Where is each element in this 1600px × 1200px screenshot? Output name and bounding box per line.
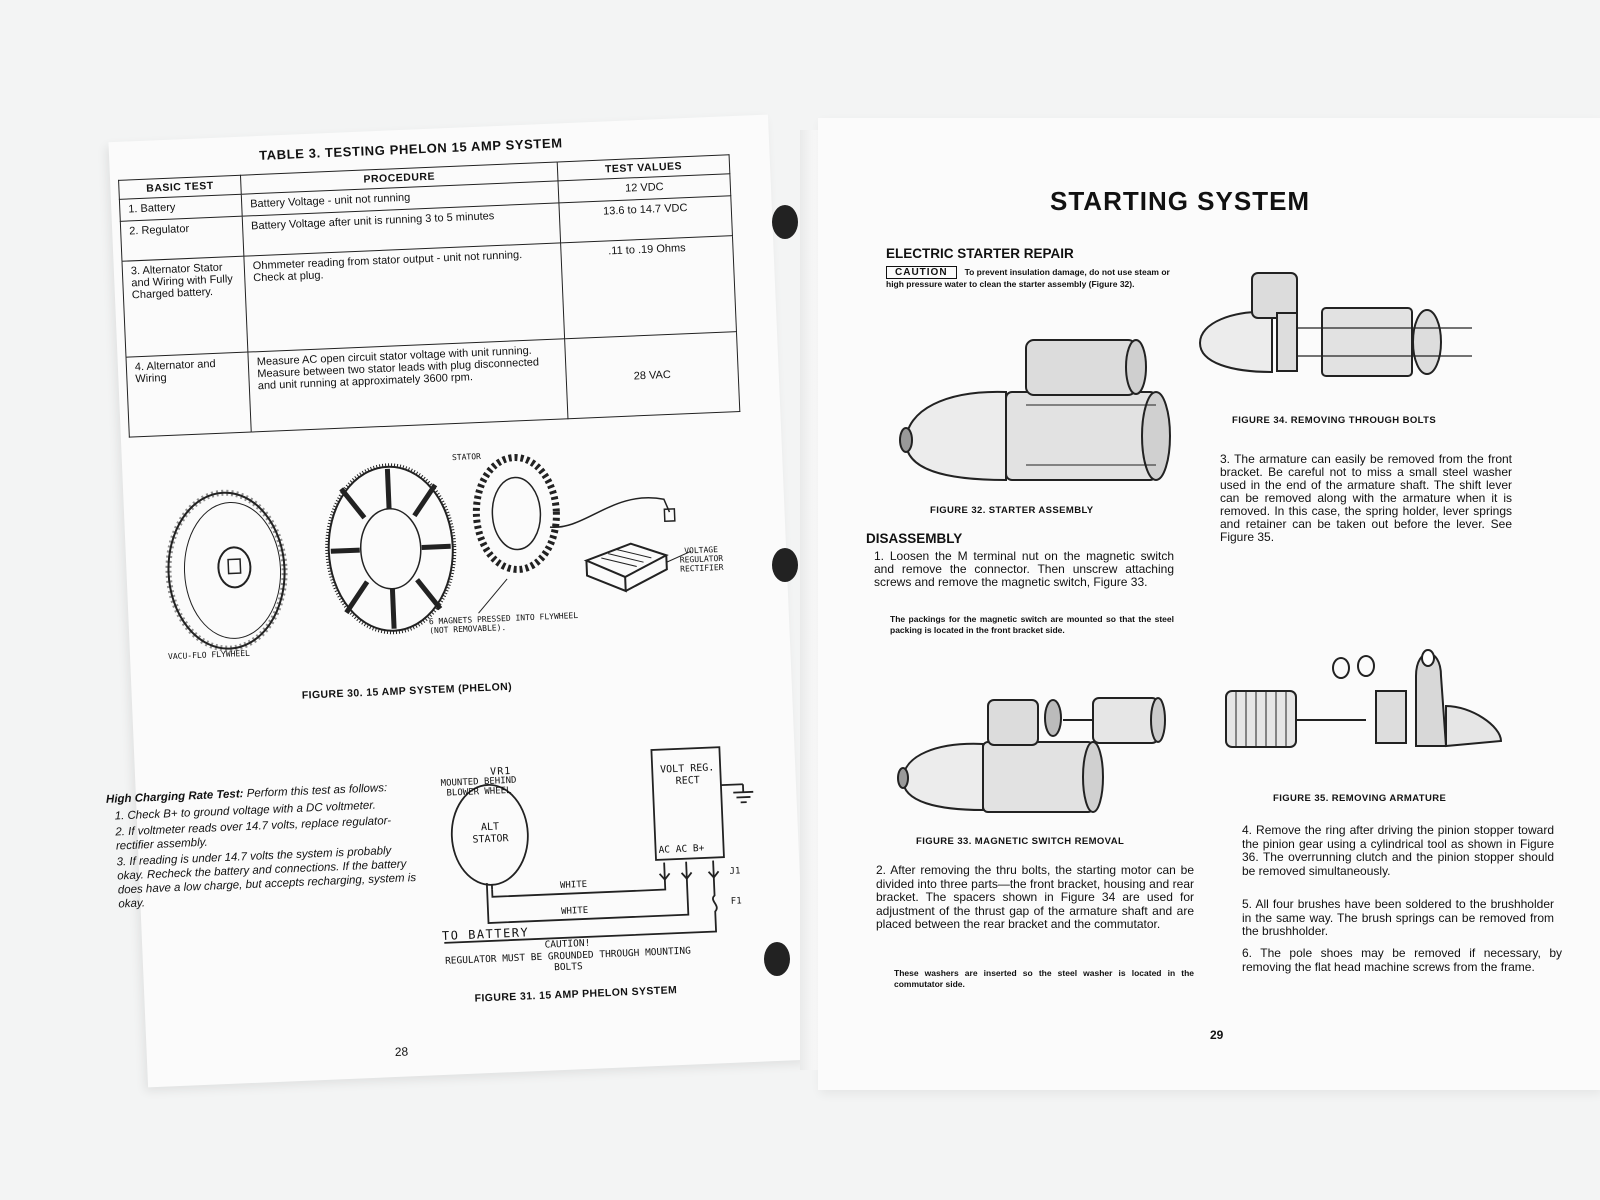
j1-label: J1 (729, 866, 741, 877)
row-procedure: Ohmmeter reading from stator output - un… (243, 242, 565, 353)
regulator-drawing (583, 542, 692, 593)
binding-hole (772, 205, 798, 239)
figure-30-caption: FIGURE 30. 15 AMP SYSTEM (PHELON) (301, 680, 513, 702)
figure-31-wiring-diagram (444, 746, 754, 944)
figure-34-through-bolts-drawing (1198, 272, 1472, 377)
step-3: 3. The armature can easily be removed fr… (1220, 452, 1512, 544)
step-5: 5. All four brushes have been soldered t… (1242, 897, 1554, 938)
f1-label: F1 (730, 896, 742, 907)
figure-32-caption: FIGURE 32. STARTER ASSEMBLY (930, 505, 1094, 516)
row-procedure: Measure AC open circuit stator voltage w… (247, 338, 568, 433)
high-charging-section: High Charging Rate Test: Perform this te… (106, 780, 423, 914)
step-2: 2. After removing the thru bolts, the st… (876, 863, 1194, 931)
note-2: These washers are inserted so the steel … (894, 968, 1194, 989)
step-6: 6. The pole shoes may be removed if nece… (1242, 946, 1562, 974)
regulator-label: VOLTAGE REGULATOR RECTIFIER (679, 545, 724, 574)
right-page: STARTING SYSTEM ELECTRIC STARTER REPAIR … (818, 118, 1600, 1090)
figure-34-caption: FIGURE 34. REMOVING THROUGH BOLTS (1232, 415, 1437, 426)
page-title: STARTING SYSTEM (1050, 186, 1311, 216)
phelon-test-table: BASIC TEST PROCEDURE TEST VALUES 1. Batt… (118, 154, 740, 438)
figure-31-caption: FIGURE 31. 15 AMP PHELON SYSTEM (474, 984, 678, 1005)
stator-label: STATOR (451, 451, 482, 463)
terminals-label: AC AC B+ (658, 842, 705, 856)
figure-32-starter-drawing (899, 339, 1171, 482)
page-number-29: 29 (1210, 1028, 1224, 1042)
volt-reg-rect-label: VOLT REG. RECT (659, 762, 715, 788)
electric-starter-heading: ELECTRIC STARTER REPAIR (886, 246, 1074, 261)
wire-label-2: WHITE (560, 905, 589, 917)
row-test: 2. Regulator (120, 216, 244, 262)
figure-33-caption: FIGURE 33. MAGNETIC SWITCH REMOVAL (916, 836, 1125, 847)
caution-badge: CAUTION (886, 266, 957, 279)
binding-hole (772, 548, 798, 582)
figure-33-magnetic-switch-drawing (897, 697, 1166, 813)
page-number-28: 28 (394, 1044, 409, 1060)
alt-stator-label: ALT STATOR (472, 821, 509, 846)
caution-text: To prevent insulation damage, do not use… (886, 267, 1170, 289)
book-gutter (800, 130, 822, 1070)
disassembly-heading: DISASSEMBLY (866, 531, 963, 546)
high-charging-heading: High Charging Rate Test: (105, 788, 244, 806)
wire-label-1: WHITE (559, 879, 588, 891)
figure-35-armature-drawing (1225, 649, 1503, 748)
high-charging-intro: Perform this test as follows: (246, 782, 388, 801)
flywheel-drawing (165, 489, 288, 652)
figure-35-caption: FIGURE 35. REMOVING ARMATURE (1273, 793, 1447, 804)
note-1: The packings for the magnetic switch are… (890, 614, 1174, 635)
fan-drawing (325, 463, 457, 635)
left-page: TABLE 3. TESTING PHELON 15 AMP SYSTEM BA… (106, 114, 808, 1088)
step-4: 4. Remove the ring after driving the pin… (1242, 823, 1554, 878)
row-value: .11 to .19 Ohms (560, 235, 737, 339)
stator-drawing (472, 454, 676, 573)
figure-30-illustration (165, 454, 692, 652)
step-1: 1. Loosen the M terminal nut on the magn… (874, 549, 1174, 589)
row-test: 3. Alternator Stator and Wiring with Ful… (121, 256, 248, 358)
table-title: TABLE 3. TESTING PHELON 15 AMP SYSTEM (258, 135, 563, 163)
binding-hole (764, 942, 790, 976)
list-item: 3. If reading is under 14.7 volts the sy… (116, 845, 417, 911)
row-test: 4. Alternator and Wiring (125, 352, 252, 438)
row-value: 28 VAC (564, 331, 740, 419)
